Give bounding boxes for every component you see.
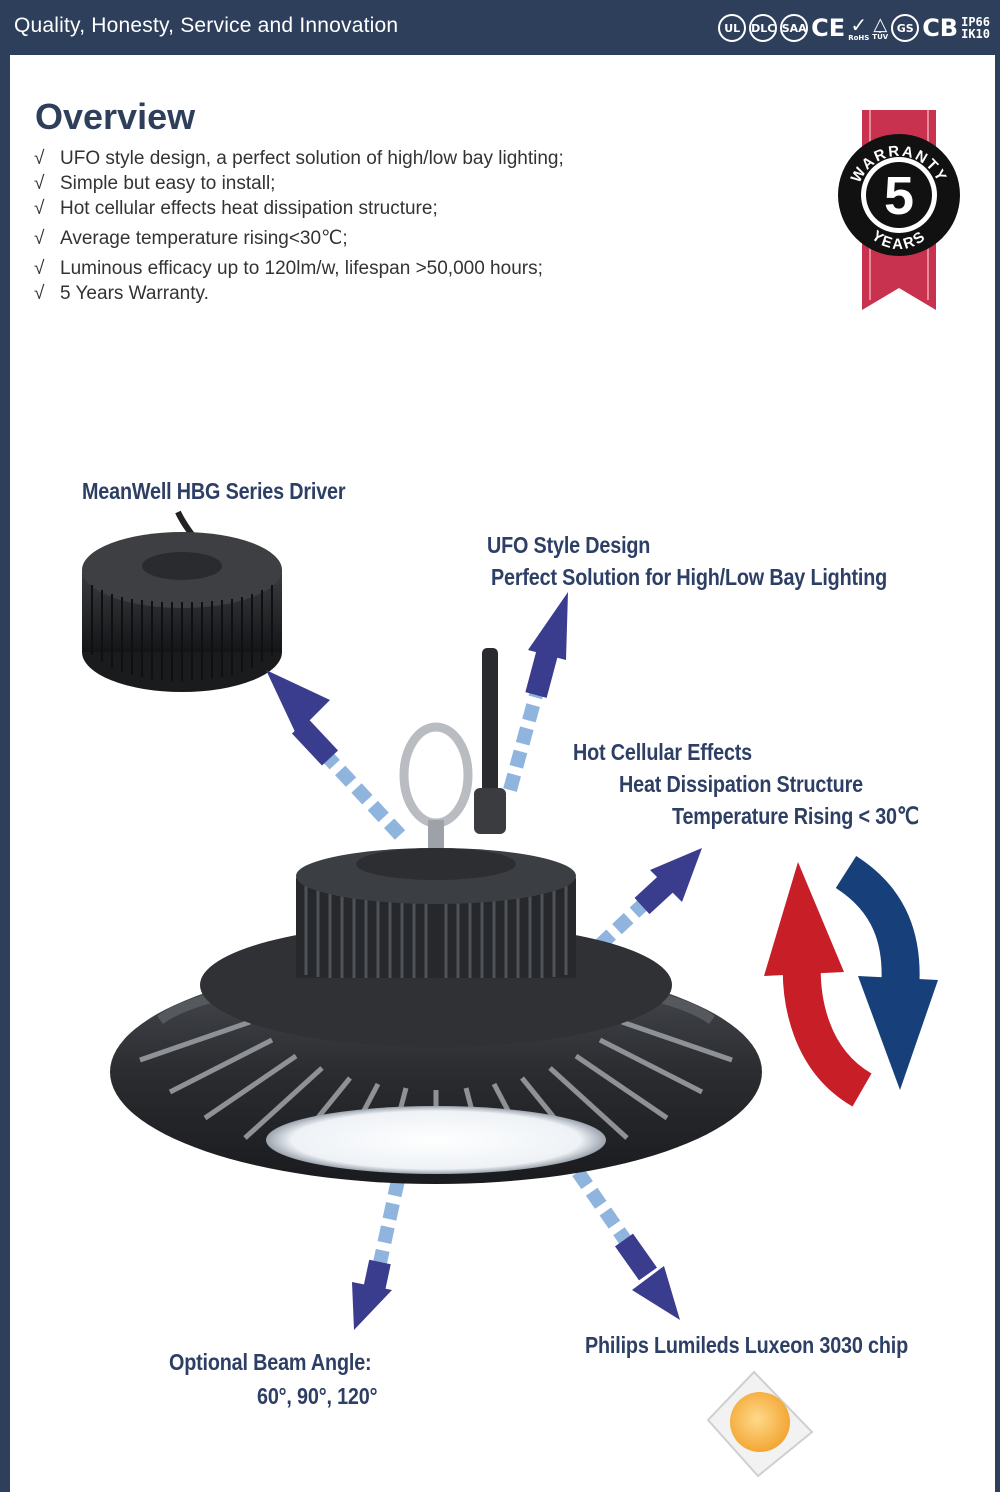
rohs-check-icon: ✓	[850, 12, 868, 37]
callout-beam-line2: 60°, 90°, 120°	[257, 1383, 378, 1409]
feature-text: Average temperature rising<30℃;	[60, 228, 348, 249]
ip-ik-rating: IP66 IK10	[961, 16, 990, 40]
check-mark-icon: √	[34, 198, 45, 219]
light-heatsink-cap	[356, 848, 516, 880]
feature-text: Hot cellular effects heat dissipation st…	[60, 198, 438, 219]
ik-rating: IK10	[961, 27, 990, 41]
driver-image	[82, 510, 282, 692]
light-diffuser	[266, 1106, 606, 1174]
light-hanging-ring	[399, 722, 473, 828]
saa-logo: SAA	[780, 14, 809, 42]
feature-item: √ Average temperature rising<30℃;	[34, 226, 564, 251]
light-cable-gland	[474, 788, 506, 834]
ce-logo: CE	[811, 14, 846, 42]
feature-text: 5 Years Warranty.	[60, 283, 209, 304]
led-chip-phosphor	[730, 1392, 790, 1452]
arrow-to-ufo	[503, 592, 568, 792]
tuv-logo: △ TÜV	[872, 13, 889, 41]
rohs-logo: ✓ RoHS	[848, 15, 869, 42]
feature-text: UFO style design, a perfect solution of …	[60, 148, 564, 169]
ip-rating: IP66	[961, 15, 990, 29]
hot-air-arrow-icon	[764, 862, 873, 1107]
feature-text: Simple but easy to install;	[60, 173, 276, 194]
check-mark-icon: √	[34, 258, 45, 279]
driver-fins	[91, 585, 273, 681]
light-heatsink-fins	[304, 880, 568, 978]
feature-item: √ Simple but easy to install;	[34, 171, 564, 196]
warranty-seal-inner	[866, 162, 932, 228]
callout-chip: Philips Lumileds Luxeon 3030 chip	[585, 1332, 908, 1358]
callout-driver: MeanWell HBG Series Driver	[82, 478, 346, 504]
callout-ufo-line2: Perfect Solution for High/Low Bay Lighti…	[491, 564, 888, 590]
callout-hot-line1: Hot Cellular Effects	[573, 739, 753, 765]
light-ring-post	[428, 820, 444, 856]
ufo-light-image	[110, 648, 762, 1184]
rohs-label: RoHS	[848, 33, 870, 42]
company-tagline: Quality, Honesty, Service and Innovation	[14, 14, 399, 37]
check-mark-icon: √	[34, 173, 45, 194]
certification-logos: UL DLC SAA CE ✓ RoHS △ TÜV GS CB IP66 IK…	[718, 8, 990, 48]
cb-logo: CB	[922, 14, 959, 42]
arrow-to-beam	[352, 1178, 405, 1330]
tuv-triangle-icon: △	[873, 13, 888, 35]
feature-list: √ UFO style design, a perfect solution of…	[34, 146, 564, 306]
gs-logo: GS	[891, 14, 920, 42]
feature-text: Luminous efficacy up to 120lm/w, lifespa…	[60, 258, 543, 279]
warranty-number: 5	[884, 166, 914, 226]
header-bar: Quality, Honesty, Service and Innovation…	[0, 0, 1000, 55]
dlc-logo: DLC	[749, 14, 778, 42]
callout-hot-line3: Temperature Rising < 30℃	[672, 803, 919, 829]
check-mark-icon: √	[34, 283, 45, 304]
feature-item: √ Luminous efficacy up to 120lm/w, lifesp…	[34, 256, 564, 281]
ul-logo: UL	[718, 14, 747, 42]
light-mount-rod	[482, 648, 498, 798]
arrow-to-chip	[572, 1168, 680, 1320]
driver-top-center	[142, 552, 222, 580]
led-chip-image	[706, 1370, 814, 1478]
callout-beam-line1: Optional Beam Angle:	[169, 1349, 372, 1375]
callout-hot-line2: Heat Dissipation Structure	[619, 771, 863, 797]
callout-ufo-line1: UFO Style Design	[487, 532, 651, 558]
cool-air-arrow-icon	[835, 855, 938, 1090]
check-mark-icon: √	[34, 148, 45, 169]
feature-item: √ UFO style design, a perfect solution of…	[34, 146, 564, 171]
tuv-label: TÜV	[872, 32, 889, 41]
warranty-badge: WARRANTY 5 YEARS	[838, 110, 960, 310]
overview-title: Overview	[35, 96, 196, 137]
check-mark-icon: √	[34, 228, 45, 249]
arrow-to-driver	[266, 670, 406, 840]
feature-item: √ Hot cellular effects heat dissipation s…	[34, 196, 564, 221]
feature-item: √ 5 Years Warranty.	[34, 281, 564, 306]
